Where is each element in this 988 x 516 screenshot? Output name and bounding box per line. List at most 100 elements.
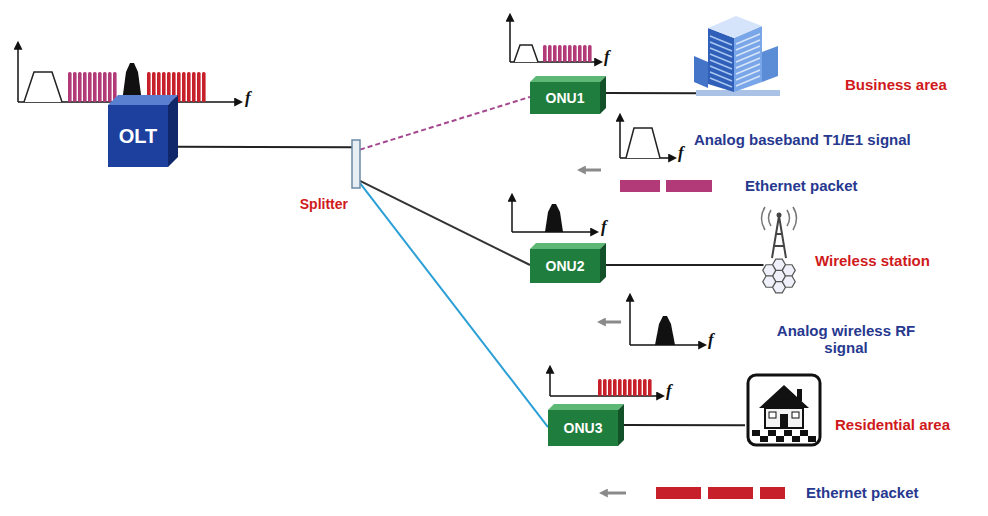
spectrum-bar [588, 45, 592, 62]
spectrum-bar [68, 72, 72, 102]
ethernet-packet [708, 487, 753, 499]
spectrum-onu2-up [630, 300, 700, 345]
spectrum-bar [553, 45, 557, 62]
spectrum-bar [93, 72, 97, 102]
spectrum-bar [613, 379, 617, 396]
checker-base [800, 430, 808, 436]
spectrum-bar [583, 45, 587, 62]
drop-fiber [360, 97, 530, 150]
checker-base [776, 436, 784, 442]
side-face [600, 243, 606, 283]
building-face [762, 46, 778, 82]
spectrum-bar [197, 72, 201, 102]
signal-label: Analog wireless RF signal [770, 322, 922, 357]
checker-base [752, 430, 760, 436]
house-body [765, 408, 803, 428]
window-row [736, 34, 760, 44]
spectrum-olt [18, 48, 236, 102]
house-window [769, 412, 776, 418]
checker-base [776, 430, 784, 436]
onu-unit: ONU3 [548, 404, 624, 446]
antenna-tip [777, 213, 782, 218]
spectrum-bar [638, 379, 642, 396]
access-link [624, 424, 745, 426]
radio-waves [762, 207, 797, 230]
drop-fiber [360, 181, 530, 265]
spectrum-bar [108, 72, 112, 102]
node-label: ONU2 [546, 258, 585, 274]
spectrum-bar [192, 72, 196, 102]
spectrum-bars [543, 45, 592, 62]
node-label: ONU1 [546, 90, 585, 106]
side-face [168, 95, 178, 167]
checker-base [808, 430, 816, 436]
spectrum-bar [633, 379, 637, 396]
spectrum-bar [558, 45, 562, 62]
spectrum-bar [98, 72, 102, 102]
spectrum-bar [73, 72, 77, 102]
top-face [530, 76, 606, 82]
spectrum-onu1-down [509, 20, 511, 62]
house-window [792, 412, 799, 418]
node-label: OLT [119, 125, 158, 148]
spectrum-onu2-down [545, 204, 563, 232]
checker-base [808, 436, 816, 442]
olt-unit: OLT [108, 95, 178, 167]
node-shape [690, 6, 782, 96]
spectrum-bar [543, 45, 547, 62]
spectrum-onu2-down [512, 200, 592, 232]
access-link [606, 92, 698, 94]
ethernet-packet [620, 180, 712, 192]
spectrum-bar [563, 45, 567, 62]
spectrum-bar [578, 45, 582, 62]
window-row [736, 40, 760, 50]
drop-fiber [360, 183, 548, 427]
signal-label: Analog baseband T1/E1 signal [694, 131, 911, 148]
node-label: Business area [845, 76, 947, 93]
checker-base [760, 436, 768, 442]
window-row [736, 46, 760, 56]
spectrum-bar [568, 45, 572, 62]
signal-label: Ethernet packet [806, 484, 919, 501]
frequency-axis-label: f [245, 88, 251, 108]
spectrum-bar [103, 72, 107, 102]
frequency-axis-label: f [601, 217, 607, 237]
spectrum-bar [623, 379, 627, 396]
window-row [736, 58, 760, 68]
front-face [530, 82, 600, 114]
spectrum-bar [182, 72, 186, 102]
building-face [708, 28, 734, 92]
spectrum-bar [83, 72, 87, 102]
window-row [736, 70, 760, 80]
front-face [530, 249, 600, 283]
onu-unit: ONU1 [530, 76, 606, 114]
front-face [548, 410, 618, 446]
spectrum-onu1-up [620, 120, 670, 158]
spectrum-onu3-down [550, 372, 658, 396]
checker-base [752, 436, 760, 442]
window-row [736, 52, 760, 62]
spectrum-bar [187, 72, 191, 102]
spectrum-onu2-up [655, 316, 675, 345]
node-label: Residential area [835, 416, 950, 433]
onu-unit: ONU2 [530, 243, 606, 283]
side-face [618, 404, 624, 446]
spectrum-bar [598, 379, 602, 396]
ethernet-packet [656, 487, 785, 499]
business-building: Business area [690, 6, 782, 96]
cell-hexagon [782, 265, 795, 276]
top-face [108, 95, 178, 105]
checker-base [760, 430, 768, 436]
checker-base [800, 436, 808, 442]
upstream-arrow [584, 170, 601, 171]
checker-base [792, 430, 800, 436]
ethernet-packet [666, 180, 712, 192]
spectrum-bar [78, 72, 82, 102]
checker-base [768, 430, 776, 436]
spectrum-bar [608, 379, 612, 396]
node-label: Splitter [300, 196, 348, 212]
spectrum-bar [88, 72, 92, 102]
frequency-axis-label: f [708, 330, 714, 350]
